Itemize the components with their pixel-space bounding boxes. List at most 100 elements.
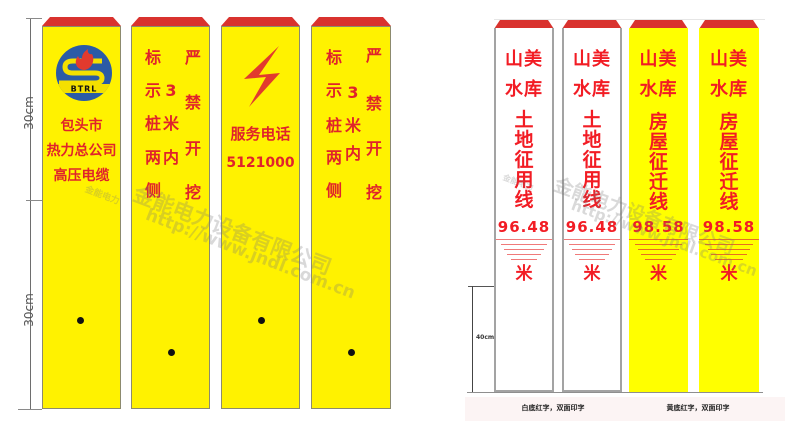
water-level-line bbox=[708, 249, 750, 250]
mounting-hole bbox=[258, 317, 265, 324]
water-level-line bbox=[496, 239, 552, 240]
warning-char: 标 bbox=[144, 48, 161, 67]
vertical-char: 线 bbox=[582, 189, 602, 211]
top-guide-line bbox=[494, 19, 765, 20]
warning-char: 3 bbox=[347, 83, 359, 102]
post-cap bbox=[42, 17, 121, 26]
vertical-char: 地 bbox=[582, 129, 602, 151]
post-body: 标 示 桩 两 侧 3 米 内 严 禁 开 挖 bbox=[131, 26, 210, 409]
water-level-line bbox=[629, 239, 688, 240]
post-location-line2: 水库 bbox=[573, 79, 611, 100]
post-body: 山美 水库 土 地 征 用 线 96.48 米 bbox=[562, 28, 622, 392]
elevation-unit: 米 bbox=[583, 264, 601, 284]
water-level-line bbox=[579, 259, 605, 260]
service-phone: 5121000 bbox=[226, 155, 295, 171]
post-location-line1: 山美 bbox=[710, 49, 748, 70]
lightning-bolt-icon bbox=[244, 46, 280, 107]
vertical-char: 征 bbox=[719, 151, 739, 173]
svg-text:BTRL: BTRL bbox=[71, 85, 98, 94]
caption-white-posts: 白底红字，双面印字 bbox=[521, 404, 585, 412]
vertical-char: 用 bbox=[514, 169, 534, 191]
post-location-line1: 山美 bbox=[639, 49, 678, 70]
warning-char: 示 bbox=[325, 81, 342, 100]
elevation-unit: 米 bbox=[650, 264, 667, 284]
warning-char: 严 bbox=[365, 46, 382, 65]
post-body: 山美 水库 房 屋 征 迁 线 98.58 米 bbox=[699, 28, 759, 392]
mounting-hole bbox=[348, 349, 355, 356]
caption-yellow-posts: 黄底红字，双面印字 bbox=[666, 404, 730, 412]
warning-char: 开 bbox=[184, 139, 201, 158]
water-level-line bbox=[507, 254, 541, 255]
elevation-value: 96.48 bbox=[565, 218, 619, 236]
water-level-line bbox=[564, 239, 620, 240]
vertical-char: 迁 bbox=[719, 171, 739, 193]
post-cap bbox=[311, 17, 391, 26]
warning-char: 桩 bbox=[325, 116, 342, 135]
vertical-char: 房 bbox=[648, 111, 668, 133]
service-label: 服务电话 bbox=[230, 125, 291, 143]
caption-band bbox=[465, 397, 785, 421]
post-body: 山美 水库 房 屋 征 迁 线 98.58 米 bbox=[629, 28, 688, 392]
vertical-char: 线 bbox=[719, 191, 739, 213]
vertical-char: 用 bbox=[582, 169, 602, 191]
warning-char: 禁 bbox=[365, 94, 382, 113]
vertical-char: 屋 bbox=[648, 131, 668, 153]
post-location-line2: 水库 bbox=[505, 79, 543, 100]
post-text-line: 热力总公司 bbox=[46, 143, 117, 159]
warning-char: 内 bbox=[344, 144, 361, 163]
warning-char: 禁 bbox=[184, 93, 201, 112]
post-cap bbox=[494, 20, 554, 29]
warning-char: 两 bbox=[144, 148, 161, 167]
water-level-line bbox=[641, 254, 676, 255]
vertical-char: 征 bbox=[648, 151, 668, 173]
post-body: 山美 水库 土 地 征 用 线 96.48 米 bbox=[494, 28, 554, 392]
elevation-unit: 米 bbox=[720, 264, 738, 284]
warning-char: 桩 bbox=[144, 114, 161, 133]
warning-char: 标 bbox=[325, 48, 342, 67]
dimension-label-upper: 30cm bbox=[22, 96, 36, 130]
elevation-unit: 米 bbox=[515, 264, 533, 284]
warning-char: 3 bbox=[165, 81, 177, 100]
elevation-value: 96.48 bbox=[497, 218, 551, 236]
post-cap bbox=[131, 17, 210, 26]
vertical-char: 线 bbox=[648, 191, 668, 213]
water-level-line bbox=[705, 244, 753, 245]
post-body: 服务电话 5121000 bbox=[221, 26, 300, 409]
vertical-char: 屋 bbox=[719, 131, 739, 153]
mounting-hole bbox=[168, 349, 175, 356]
vertical-char: 地 bbox=[514, 129, 534, 151]
vertical-char: 土 bbox=[582, 109, 602, 131]
mounting-hole bbox=[77, 317, 84, 324]
warning-char: 示 bbox=[144, 81, 161, 100]
dimension-bottom-tick bbox=[18, 409, 42, 410]
water-level-line bbox=[715, 259, 743, 260]
dimension-top-tick bbox=[26, 18, 42, 19]
warning-char: 挖 bbox=[184, 183, 201, 202]
warning-char: 内 bbox=[162, 148, 179, 167]
vertical-char: 征 bbox=[514, 149, 534, 171]
post-cap bbox=[699, 20, 759, 29]
dimension-top-tick bbox=[468, 286, 494, 287]
water-level-line bbox=[501, 244, 547, 245]
dimension-label: 40cm bbox=[476, 334, 495, 341]
post-location-line2: 水库 bbox=[710, 79, 748, 100]
dimension-label-lower: 30cm bbox=[22, 293, 36, 327]
water-level-line bbox=[699, 239, 759, 240]
warning-char: 挖 bbox=[365, 183, 382, 202]
post-body: BTRL 包头市 热力总公司 高压电缆 bbox=[42, 26, 121, 409]
water-level-line bbox=[645, 259, 672, 260]
water-level-line bbox=[569, 244, 615, 245]
post-cap bbox=[629, 20, 688, 29]
warning-char: 两 bbox=[325, 148, 342, 167]
water-level-line bbox=[635, 244, 682, 245]
dimension-middle-tick bbox=[26, 200, 42, 201]
ground-line bbox=[467, 392, 763, 393]
dimension-vertical-line bbox=[472, 286, 473, 392]
post-cap bbox=[562, 20, 622, 29]
post-location-line1: 山美 bbox=[573, 49, 611, 70]
dimension-vertical-line bbox=[30, 18, 31, 409]
post-cap bbox=[221, 17, 300, 26]
warning-char: 侧 bbox=[325, 181, 342, 200]
elevation-value: 98.58 bbox=[632, 218, 685, 236]
